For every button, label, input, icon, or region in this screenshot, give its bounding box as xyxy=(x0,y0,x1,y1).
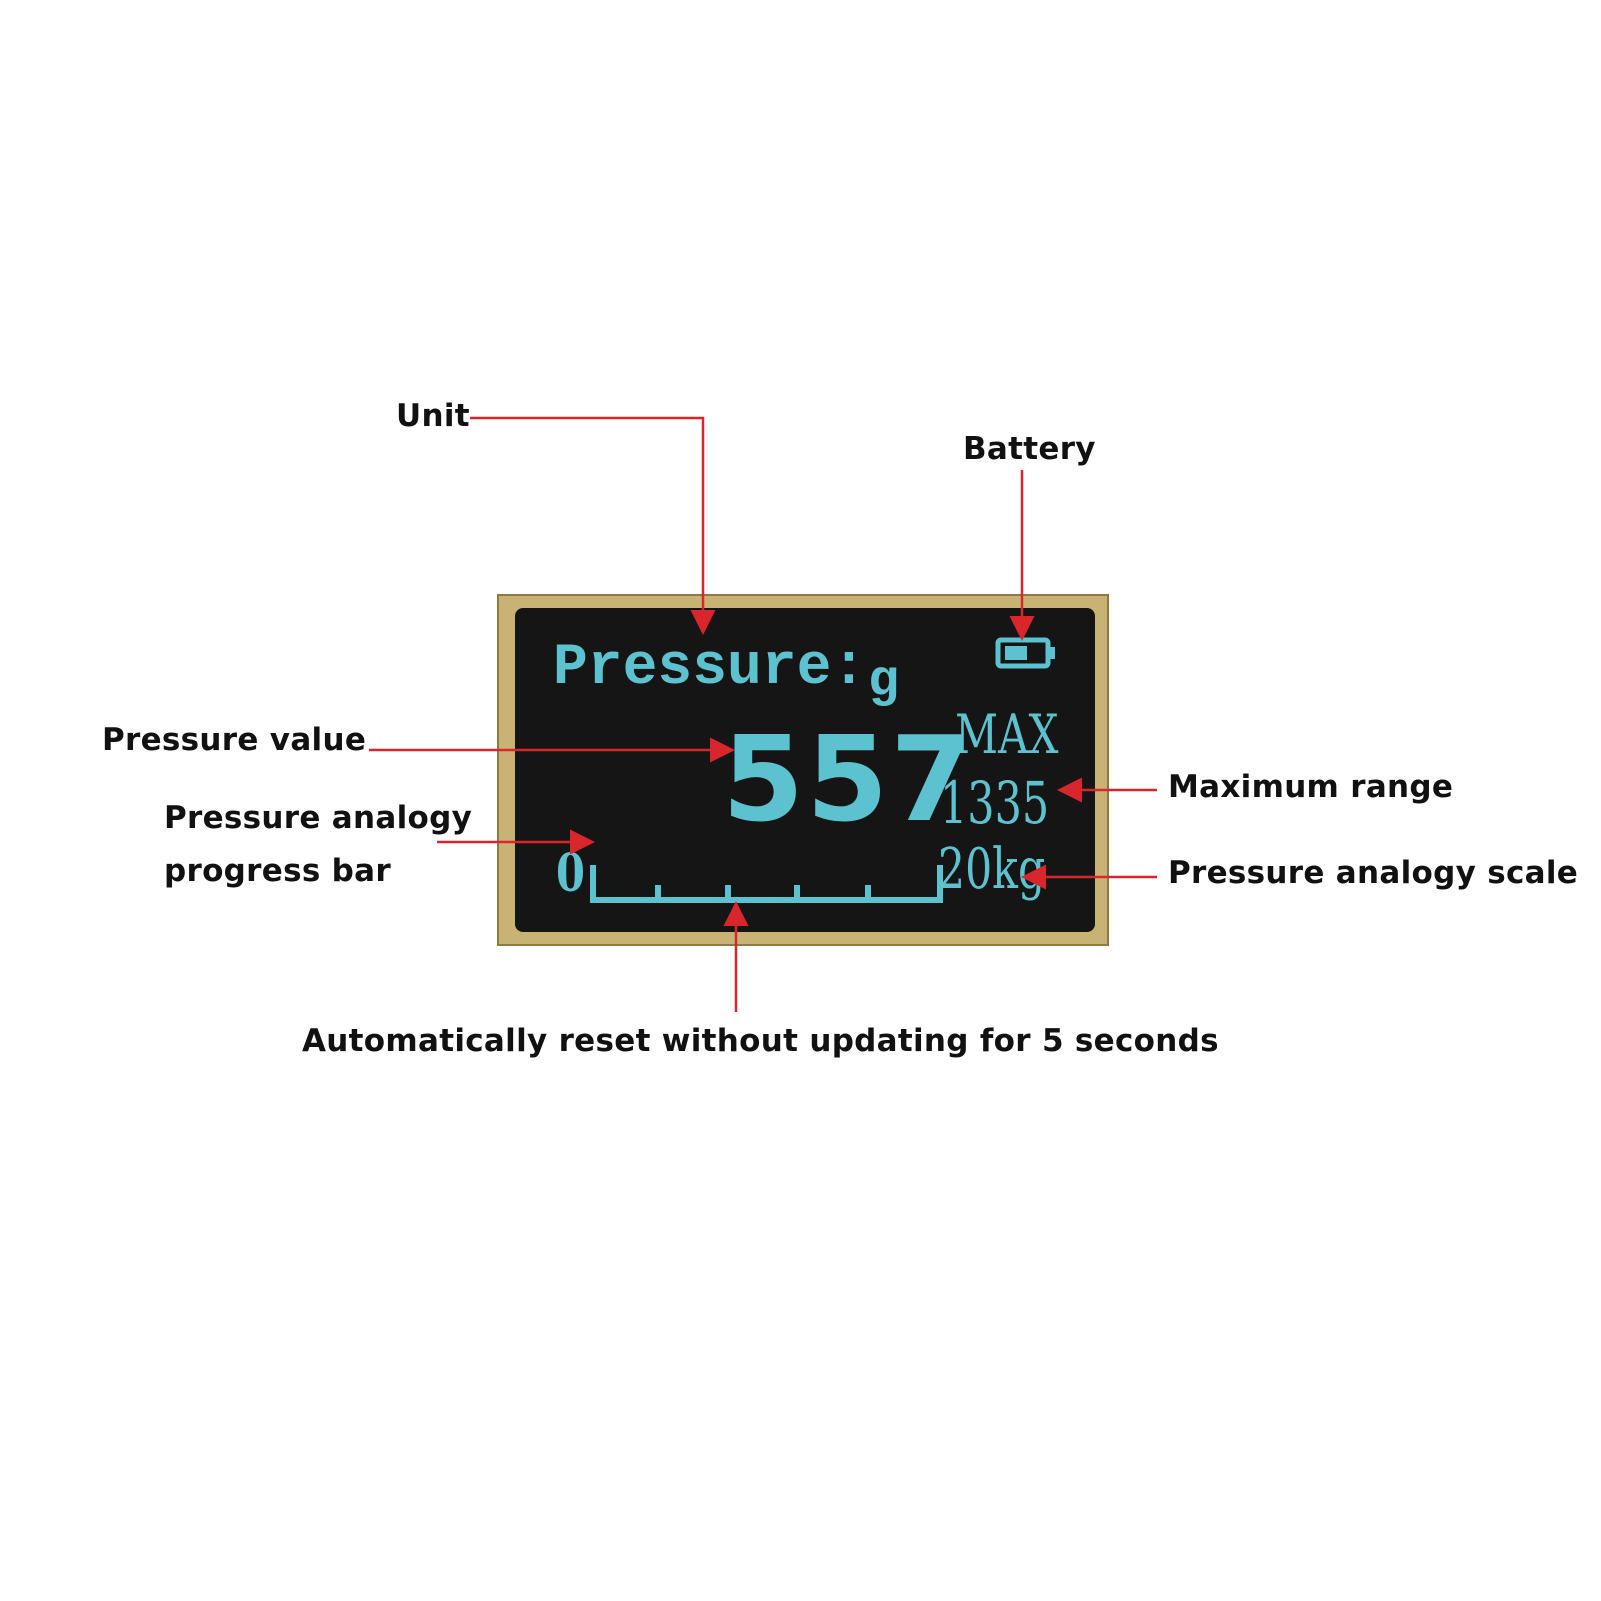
callout-pressure-value: Pressure value xyxy=(102,722,367,758)
callout-analogy-scale: Pressure analogy scale xyxy=(1168,855,1579,891)
callout-auto-reset: Automatically reset without updating for… xyxy=(302,1023,1219,1059)
scale-min: 0 xyxy=(556,843,585,904)
unit-label: g xyxy=(868,652,900,711)
progress-bar-scale xyxy=(590,865,943,903)
callout-unit: Unit xyxy=(396,398,470,434)
callout-maximum-range: Maximum range xyxy=(1168,769,1454,805)
callout-progress-bar-line1: Pressure analogy xyxy=(164,800,473,836)
max-value: 1335 xyxy=(940,769,1050,837)
pressure-value: 557 xyxy=(722,710,975,848)
callout-battery: Battery xyxy=(963,431,1096,467)
pressure-label: Pressure: xyxy=(553,636,867,701)
battery-icon xyxy=(995,637,1055,669)
arrow-unit xyxy=(470,416,716,635)
max-label: MAX xyxy=(955,703,1059,766)
callout-progress-bar-line2: progress bar xyxy=(164,853,391,889)
